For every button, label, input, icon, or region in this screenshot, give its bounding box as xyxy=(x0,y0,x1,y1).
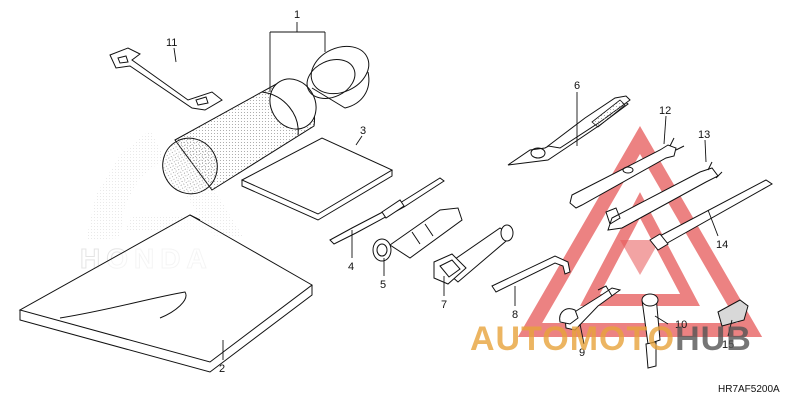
part-number-9: 9 xyxy=(579,347,585,359)
part-number-12: 12 xyxy=(659,105,671,117)
part-number-4: 4 xyxy=(348,261,354,273)
part-number-15: 15 xyxy=(722,339,734,351)
wrench-part-13 xyxy=(605,161,723,231)
hex-key-part-8 xyxy=(491,255,571,293)
part-number-11: 11 xyxy=(166,37,177,49)
part-number-8: 8 xyxy=(512,309,518,321)
part-number-13: 13 xyxy=(698,129,710,141)
owner-manual-part-3 xyxy=(240,137,394,221)
watermark-auto: AUTO xyxy=(470,320,570,358)
part-number-3: 3 xyxy=(360,125,366,137)
socket-handle-part-5 xyxy=(372,207,463,262)
watermark-logo: AUTOMOTOHUB xyxy=(470,320,752,358)
part-number-1: 1 xyxy=(294,9,300,21)
part-number-5: 5 xyxy=(380,279,386,291)
rubber-strap-part-11 xyxy=(109,47,223,111)
part-number-labels: 1 2 3 4 5 6 7 8 9 10 11 12 13 14 15 xyxy=(166,9,734,375)
tool-case-part-1 xyxy=(162,45,370,195)
part-number-2: 2 xyxy=(219,363,225,375)
watermark-moto: MOTO xyxy=(570,320,675,358)
tool-bag-part-2 xyxy=(18,214,313,373)
diagram-code: HR7AF5200A xyxy=(718,384,780,395)
part-number-6: 6 xyxy=(574,80,580,92)
svg-text:AUTOMOTOHUB: AUTOMOTOHUB xyxy=(470,320,752,358)
screwdriver-part-4 xyxy=(329,177,445,245)
spanner-part-9 xyxy=(559,285,622,331)
part-number-14: 14 xyxy=(716,239,728,251)
part-number-7: 7 xyxy=(441,299,447,311)
pliers-part-6 xyxy=(507,95,631,166)
wrench-part-12 xyxy=(569,137,685,209)
watermark-triangle-icon xyxy=(517,126,763,337)
box-wrench-part-7 xyxy=(433,224,514,285)
extension-bar-part-14 xyxy=(649,179,773,251)
part-number-10: 10 xyxy=(675,319,687,331)
spark-tool-part-10 xyxy=(641,293,661,369)
watermark-hub: HUB xyxy=(675,320,752,358)
leader-lines xyxy=(173,22,733,360)
clip-part-15 xyxy=(717,299,749,327)
